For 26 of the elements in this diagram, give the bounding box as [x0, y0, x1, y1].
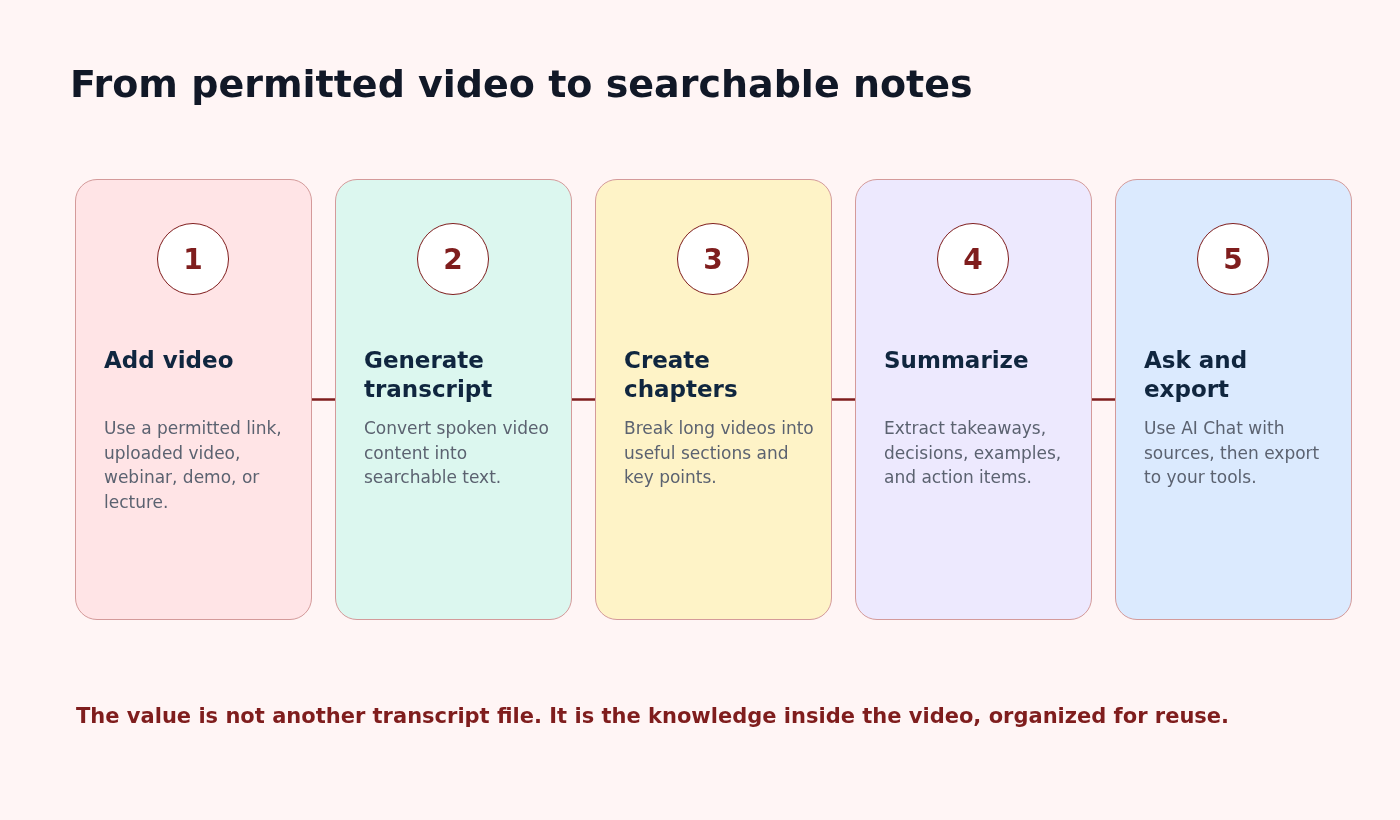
step-description: Use AI Chat with sources, then export to your tools.	[1144, 417, 1321, 490]
step-number-circle: 2	[417, 223, 489, 295]
footer-note: The value is not another transcript file. It is the knowledge inside the video, organized for reuse.	[76, 704, 1230, 728]
step-card	[75, 179, 312, 620]
step-description: Break long videos into useful sections and key points.	[624, 417, 815, 490]
step-heading: Create chapters	[624, 346, 739, 404]
connector-line	[572, 398, 595, 401]
step-card	[335, 179, 572, 620]
connector-line	[832, 398, 855, 401]
step-description: Use a permitted link, uploaded video, webinar, demo, or lecture.	[104, 417, 283, 514]
step-card	[855, 179, 1092, 620]
step-number-circle: 4	[937, 223, 1009, 295]
diagram-title: From permitted video to searchable notes	[70, 62, 973, 106]
step-number-circle: 5	[1197, 223, 1269, 295]
step-heading: Generate transcript	[364, 346, 494, 404]
connector-line	[312, 398, 335, 401]
step-heading: Ask and export	[1144, 346, 1249, 404]
step-description: Extract takeaways, decisions, examples, and action items.	[884, 417, 1063, 490]
connector-line	[1092, 398, 1115, 401]
step-number-circle: 1	[157, 223, 229, 295]
step-number-circle: 3	[677, 223, 749, 295]
step-heading: Summarize	[884, 346, 1030, 375]
step-description: Convert spoken video content into searchable text.	[364, 417, 550, 490]
step-card	[1115, 179, 1352, 620]
step-heading: Add video	[104, 346, 235, 375]
step-card	[595, 179, 832, 620]
